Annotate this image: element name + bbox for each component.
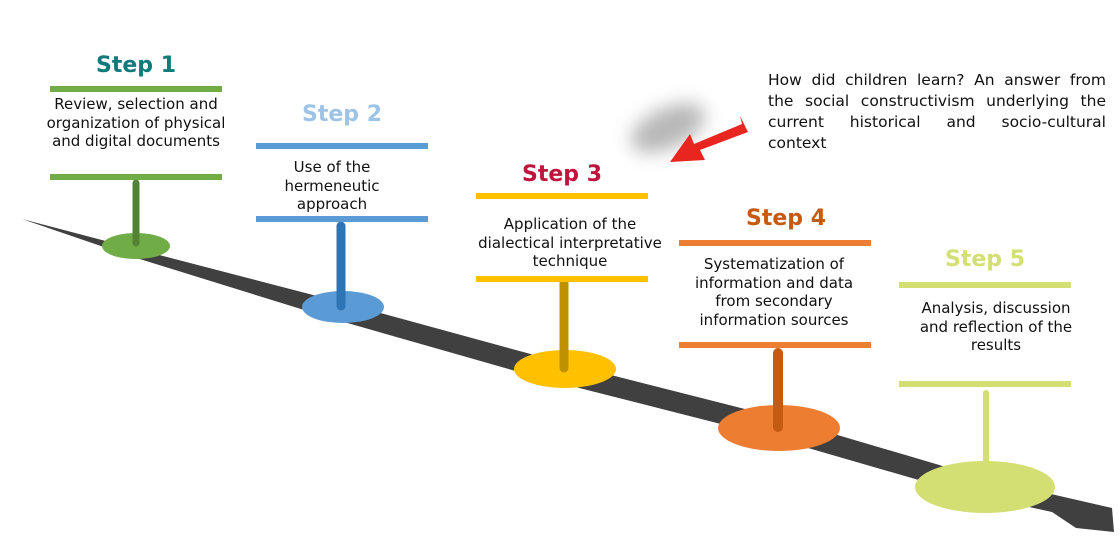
step-5-bottom-bar <box>899 381 1071 387</box>
step-1-title: Step 1 <box>96 53 176 78</box>
step-4-bottom-bar <box>679 342 871 348</box>
step-1-bottom-bar <box>50 174 222 180</box>
step-5-top-bar <box>899 282 1071 288</box>
step-1-top-bar <box>50 86 222 92</box>
step-3-description: Application of the dialectical interpret… <box>478 215 662 270</box>
step-5-title: Step 5 <box>945 247 1025 272</box>
step-3-title: Step 3 <box>522 162 602 187</box>
step-4-title: Step 4 <box>746 206 826 231</box>
step-3-top-bar <box>476 193 648 199</box>
step-5-description: Analysis, discussion and reflection of t… <box>919 299 1073 354</box>
step-1-marker <box>102 179 170 259</box>
step-4-marker <box>718 348 840 451</box>
step-2-top-bar <box>256 143 428 149</box>
step-4-top-bar <box>679 240 871 246</box>
step-3-marker <box>514 278 616 388</box>
step-2-description: Use of the hermeneutic approach <box>284 158 380 213</box>
red-arrow-icon <box>670 116 748 162</box>
step-2-marker <box>302 221 384 323</box>
step-4-description: Systematization of information and data … <box>694 255 854 329</box>
step-5-base <box>915 461 1055 513</box>
step-2-title: Step 2 <box>302 102 382 127</box>
step-1-description: Review, selection and organization of ph… <box>46 95 226 150</box>
step-3-bottom-bar <box>476 276 648 282</box>
step-2-bottom-bar <box>256 216 428 222</box>
research-question: How did children learn? An answer from t… <box>768 71 1106 152</box>
step-5-marker <box>915 390 1055 513</box>
